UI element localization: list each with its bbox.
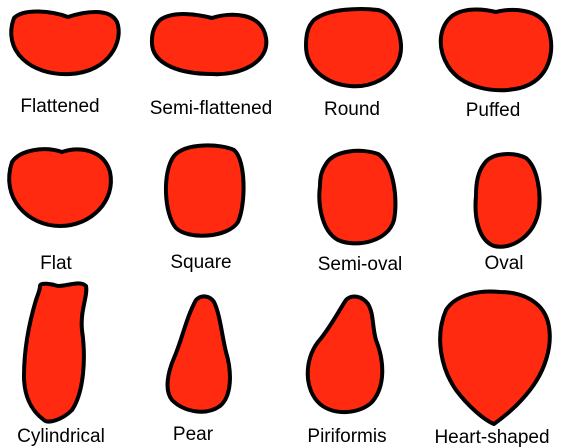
label-oval: Oval xyxy=(484,253,524,274)
label-round: Round xyxy=(324,99,380,120)
shape-heart-shaped xyxy=(438,289,552,426)
label-semi-oval: Semi-oval xyxy=(317,254,403,275)
shape-oval xyxy=(473,152,542,249)
shape-semi-oval xyxy=(317,148,398,246)
shape-flattened xyxy=(9,9,121,77)
shape-semi-flattened xyxy=(149,12,269,77)
shape-puffed xyxy=(438,7,554,93)
label-pear: Pear xyxy=(172,424,214,445)
shape-pear xyxy=(165,294,232,414)
label-flat: Flat xyxy=(40,253,72,274)
shape-cylindrical xyxy=(22,281,89,424)
label-puffed: Puffed xyxy=(465,100,521,121)
shape-round xyxy=(304,7,403,89)
label-semi-flattened: Semi-flattened xyxy=(149,98,273,119)
shape-flat xyxy=(7,147,113,228)
label-heart-shaped: Heart-shaped xyxy=(434,427,550,448)
shape-piriformis xyxy=(305,294,385,414)
label-square: Square xyxy=(170,252,232,273)
shape-square xyxy=(163,143,246,238)
label-cylindrical: Cylindrical xyxy=(17,426,105,447)
label-piriformis: Piriformis xyxy=(307,426,387,447)
label-flattened: Flattened xyxy=(20,96,100,117)
